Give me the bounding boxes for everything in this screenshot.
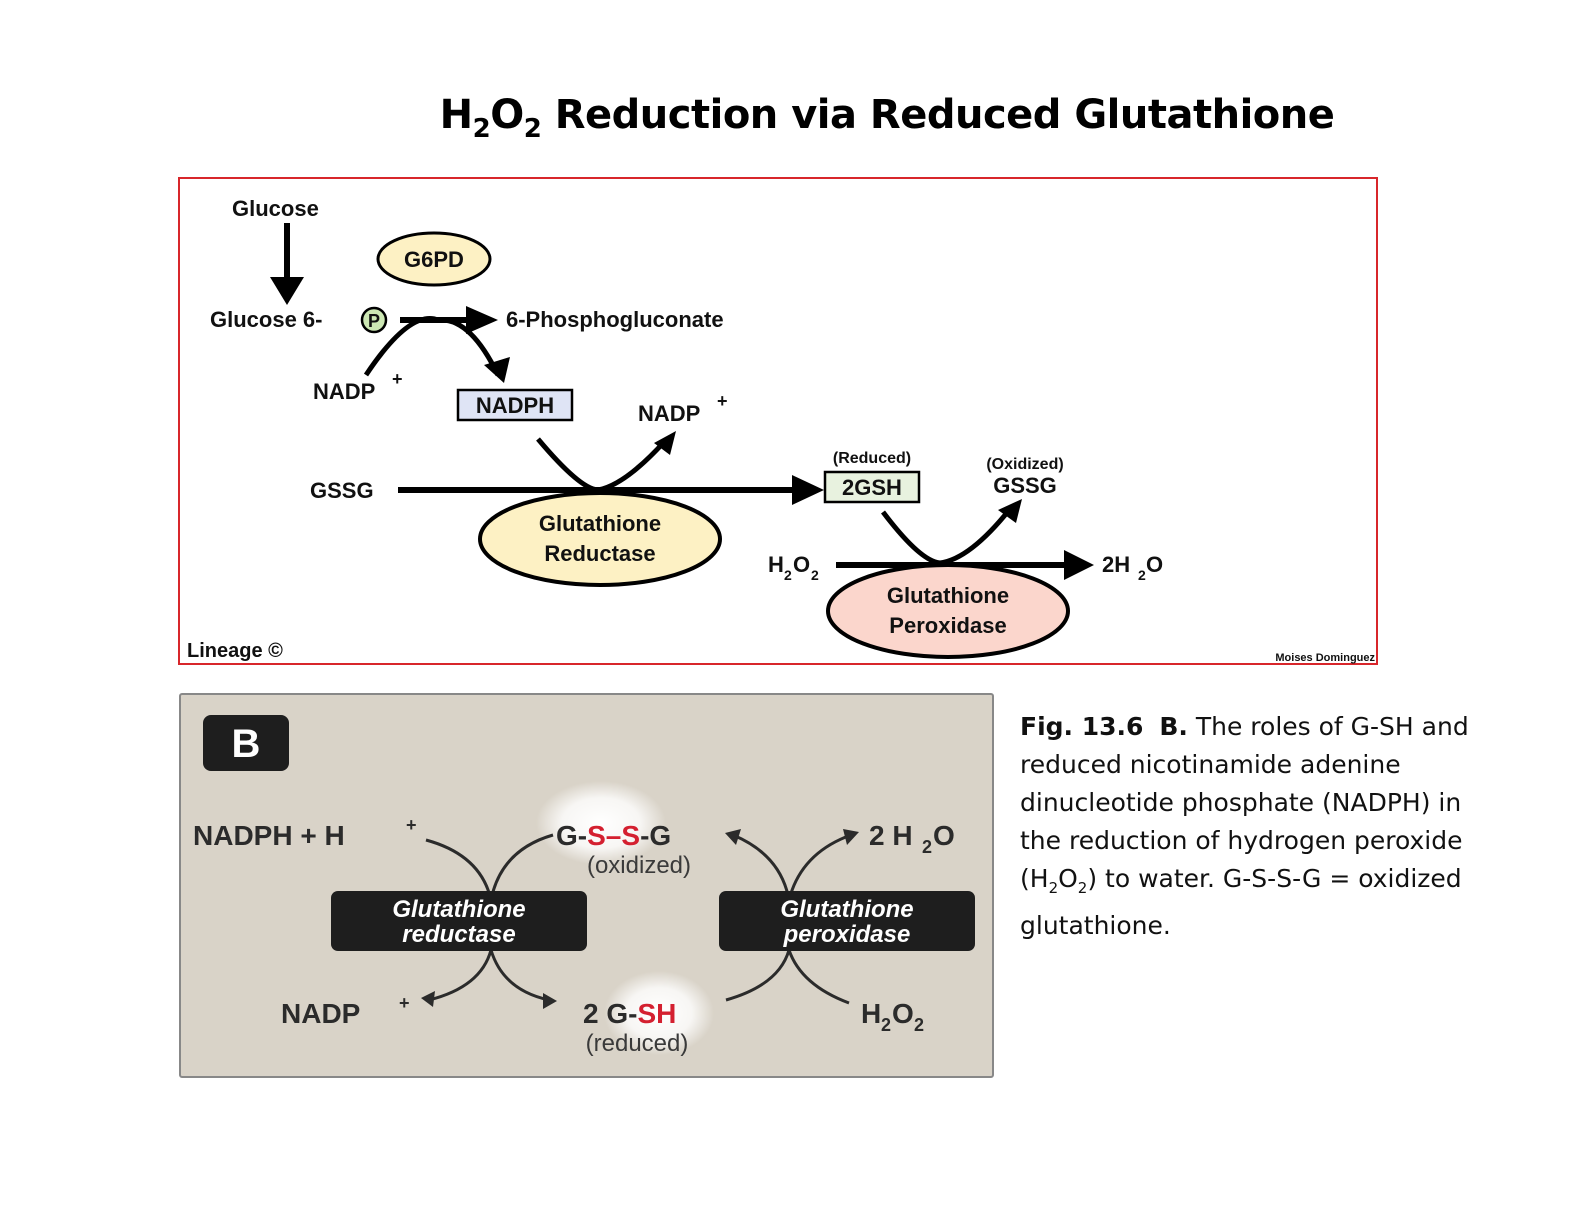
glucose-label: Glucose [232,196,319,221]
oxidized-label: (oxidized) [587,852,691,879]
glutathione-reductase-line2: reductase [402,921,515,948]
two-h2o-o: O [933,820,955,851]
glucose-arrowhead [270,277,304,305]
panel-b-badge [203,715,289,771]
nadph-label: NADPH [476,393,554,418]
peroxidase-to-gssg-curve [939,507,1012,566]
glutathione-peroxidase-box [719,891,975,951]
nadp-arrowhead [421,991,435,1007]
two-h2o-sub: 2 [922,837,932,857]
gsh-to-peroxidase-curve [725,949,791,1002]
gssg-to-reductase-curve [489,833,554,901]
glutathione-peroxidase-line2: Peroxidase [889,613,1006,638]
pentose-pathway-diagram: Glucose G6PD Glucose 6- P 6-Phosphogluco… [178,177,1378,665]
glucose-6-phosphate-label: Glucose 6- [210,307,322,332]
nadp-plus-1-label: NADP [313,379,375,404]
gsh-glow [604,971,714,1055]
water-o: O [1146,552,1163,577]
glutathione-cycle-diagram: B NADPH + H + G-S–S-G (oxidized) 2 H 2 O [179,693,994,1078]
glutathione-reductase-line1: Glutathione [392,896,525,923]
nadph-h-plus: + [406,815,417,835]
nadp-up-arrowhead [654,431,676,455]
peroxidase-to-gssg-curve [732,833,791,901]
nadp-plus-2-sign: + [717,391,728,411]
nadph-box [456,388,574,422]
gsh-label: 2GSH [842,475,902,500]
two-h2o-h: 2 H [869,820,913,851]
gssg-out-arrowhead [998,499,1022,523]
g6pd-label: G6PD [404,247,464,272]
h2o2-arrowhead [1064,550,1094,580]
glutathione-peroxidase-line1: Glutathione [887,583,1009,608]
oxidized-tag: (Oxidized) [986,456,1063,473]
nadph-to-reductase-curve [536,437,599,493]
nadph-h-label: NADPH + H [193,820,345,851]
gssg-right-label: GSSG [993,473,1057,498]
nadph-arrowhead [484,357,510,383]
g6p-arrowhead [466,306,498,334]
phosphate-symbol: P [368,311,380,331]
h2o2-o: O [892,998,914,1029]
nadp-label: NADP [281,998,360,1029]
gsh-box [823,470,921,504]
glutathione-reductase-box [331,891,587,951]
phosphate-circle [360,306,388,334]
glutathione-peroxidase-line2: peroxidase [783,921,911,948]
nadp-in-curve [363,316,439,377]
gsh-formula: 2 G-SH [583,998,676,1029]
gssg-arrowhead [725,829,741,845]
glutathione-peroxidase-line1: Glutathione [780,896,913,923]
reductase-to-gsh-curve [489,949,550,1002]
reductase-to-nadp-curve [428,949,493,1002]
author-credit: Moises Dominguez [1275,652,1375,664]
nadp-plus-2-label: NADP [638,401,700,426]
g6pd-ellipse [376,231,492,287]
panel-b-letter: B [232,722,261,766]
nadp-plus: + [399,993,410,1013]
h2o2-h: H [768,552,784,577]
gssg-arrowhead [792,475,824,505]
gssg-glow [536,781,666,865]
glutathione-reductase-ellipse [478,491,722,587]
h2o2-sub1: 2 [784,567,792,583]
glutathione-reductase-line1: Glutathione [539,511,661,536]
glutathione-peroxidase-ellipse [826,563,1070,659]
lineage-credit: Lineage © [187,640,283,662]
h2o2-sub2: 2 [811,567,819,583]
h2o2-h: H [861,998,881,1029]
glutathione-reductase-line2: Reductase [544,541,655,566]
figure-caption: Fig. 13.6 B. The roles of G-SH and reduc… [1020,712,1469,940]
water-sub: 2 [1138,567,1146,583]
gssg-formula: G-S–S-G [556,820,671,851]
water-arrowhead [843,829,859,845]
water-2h: 2H [1102,552,1130,577]
h2o2-sub1: 2 [881,1015,891,1035]
h2o2-to-peroxidase-curve [787,949,850,1005]
reduced-label: (reduced) [586,1030,689,1057]
reductase-to-nadp-curve [597,439,667,493]
nadp-plus-1-sign: + [392,369,403,389]
gsh-to-peroxidase-curve [881,510,941,566]
phosphogluconate-label: 6-Phosphogluconate [506,307,724,332]
reduced-tag: (Reduced) [833,450,911,467]
peroxidase-to-water-curve [787,833,852,901]
gssg-left-label: GSSG [310,478,374,503]
h2o2-sub2: 2 [914,1015,924,1035]
h2o2-o: O [793,552,810,577]
gsh-arrowhead [543,993,557,1009]
slide-title: H2O2 Reduction via Reduced Glutathione [439,92,1335,144]
